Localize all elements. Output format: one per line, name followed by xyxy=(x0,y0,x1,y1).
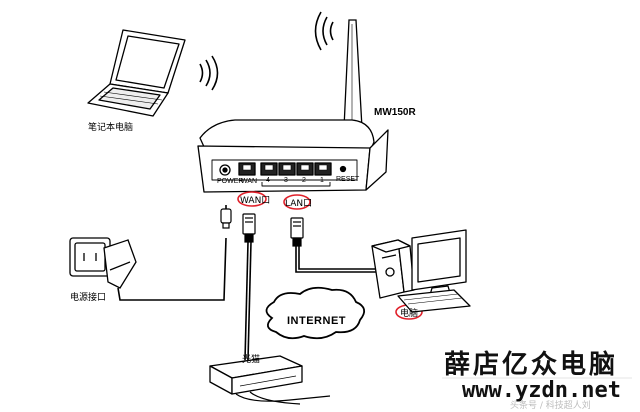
modem-label: 光猫 xyxy=(242,355,261,365)
router-model-label: MW150R xyxy=(374,107,416,118)
wan-port-tag: WAN xyxy=(241,178,258,185)
desktop-label: 电脑 xyxy=(400,309,419,319)
watermark-source: 头条号 / 科技超人刘 xyxy=(510,401,591,411)
modem-icon xyxy=(209,355,303,395)
laptop-label: 笔记本电脑 xyxy=(88,123,134,133)
wan-port-label: WAN口 xyxy=(240,196,271,206)
power-adapter-icon xyxy=(103,239,137,289)
internet-label: INTERNET xyxy=(287,315,346,327)
laptop-wireless-icon xyxy=(199,55,219,91)
desktop-computer-icon xyxy=(371,229,471,313)
power-plug-icon xyxy=(220,208,232,229)
laptop-icon xyxy=(87,29,186,117)
lan-port-number-3: 3 xyxy=(284,177,288,184)
lan-port-number-4: 4 xyxy=(266,177,270,184)
lan-highlight xyxy=(283,194,311,210)
power-port-tag: POWER xyxy=(217,178,244,185)
reset-port-tag: RESET xyxy=(336,176,360,183)
internet-cloud-icon xyxy=(265,286,366,340)
wan-highlight xyxy=(237,191,267,207)
wall-outlet-icon xyxy=(69,237,111,277)
power-outlet-label: 电源接口 xyxy=(70,293,107,303)
lan-port-number-1: 1 xyxy=(320,177,324,184)
router-icon xyxy=(197,119,389,193)
lan-port-number-2: 2 xyxy=(302,177,306,184)
watermark-url: www.yzdn.net xyxy=(462,378,621,403)
router-wireless-icon xyxy=(314,11,334,51)
watermark-title: 薛店亿众电脑 xyxy=(444,350,619,380)
modem-cables xyxy=(235,391,331,405)
wan-plug-icon xyxy=(242,213,256,243)
lan-plug-icon xyxy=(290,217,304,247)
lan-port-label: LAN口 xyxy=(285,199,313,209)
